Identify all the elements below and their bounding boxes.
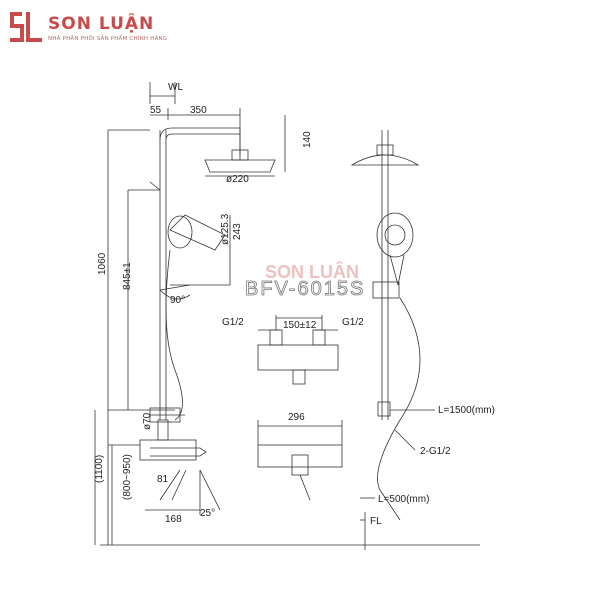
model-label: BFV-6015S bbox=[245, 278, 365, 300]
dim-55: 55 bbox=[150, 105, 162, 116]
dim-168: 168 bbox=[165, 514, 182, 525]
brand-tagline: NHÀ PHÂN PHỐI SẢN PHẨM CHÍNH HÃNG bbox=[48, 36, 168, 42]
dim-g1-right: G1/2 bbox=[342, 317, 364, 328]
dim-845: 845±1 bbox=[122, 262, 133, 290]
dim-head-diameter: ø220 bbox=[226, 174, 249, 185]
dim-1100: (1100) bbox=[94, 455, 105, 483]
dim-350: 350 bbox=[190, 105, 207, 116]
thread-label: 2-G1/2 bbox=[420, 446, 451, 457]
floor-level-label: FL bbox=[370, 516, 382, 527]
dim-hand-diameter: ø125.3 bbox=[220, 213, 231, 245]
brand-name: SON LUẬN bbox=[48, 14, 155, 34]
dim-angle-25: 25° bbox=[200, 508, 215, 519]
watermark-text: SON LUẬN bbox=[265, 261, 359, 282]
son-luan-logo-icon bbox=[10, 12, 42, 42]
brand-logo: SON LUẬN NHÀ PHÂN PHỐI SẢN PHẨM CHÍNH HÃ… bbox=[8, 10, 248, 50]
hose-500-label: L=500(mm) bbox=[378, 494, 429, 505]
hose-1500-label: L=1500(mm) bbox=[438, 405, 495, 416]
dim-296: 296 bbox=[288, 412, 305, 423]
dim-800-950: (800~950) bbox=[122, 454, 133, 500]
dim-angle-90: 90° bbox=[170, 295, 185, 306]
dim-81: 81 bbox=[157, 474, 169, 485]
dim-wl: WL bbox=[168, 82, 183, 93]
dim-70: ø70 bbox=[142, 412, 153, 430]
dim-g1-left: G1/2 bbox=[222, 317, 244, 328]
dim-1060: 1060 bbox=[97, 252, 108, 275]
dim-140: 140 bbox=[302, 131, 313, 148]
dim-150: 150±12 bbox=[283, 320, 317, 331]
dim-243: 243 bbox=[232, 223, 243, 240]
